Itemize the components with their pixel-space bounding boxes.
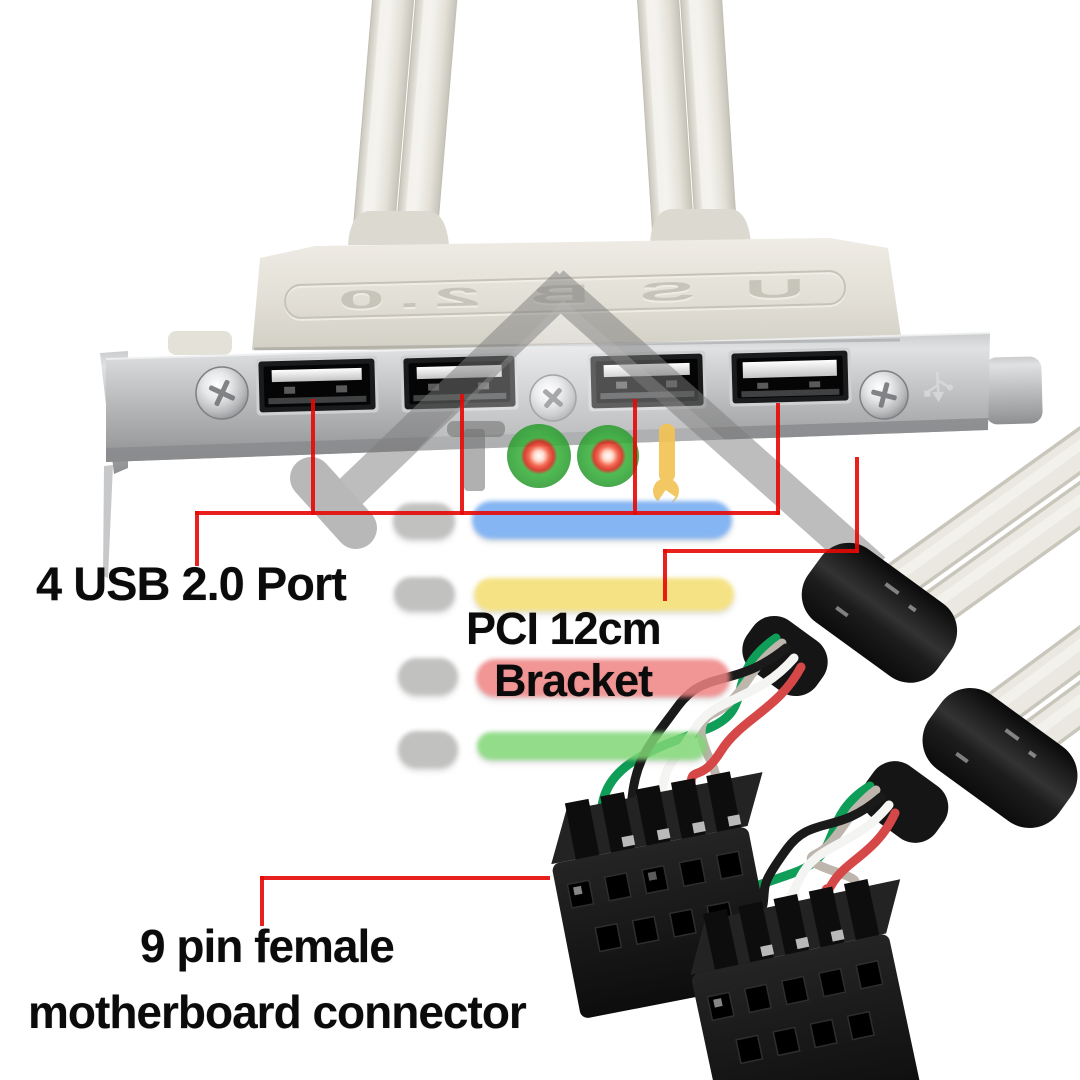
top-cable-pair-left xyxy=(352,0,460,234)
cable-assembly-lower xyxy=(726,624,1080,919)
pci-size-label: PCI 12cm xyxy=(466,603,662,654)
callout-line-bracket-drop xyxy=(663,549,667,601)
green-orb-icon xyxy=(577,425,639,487)
usb-ports-label: 4 USB 2.0 Port xyxy=(36,557,347,610)
usb-trident-icon xyxy=(924,371,953,402)
screw-right xyxy=(859,370,909,420)
callout-line-port4 xyxy=(776,403,780,515)
nine-pin-connector-right xyxy=(690,879,922,1080)
watermark-pill-yellow xyxy=(474,578,734,611)
top-cable-pair-right xyxy=(635,0,737,234)
callout-line-bracket-vertical xyxy=(855,457,859,553)
heatshrink-boot xyxy=(801,542,958,683)
watermark-pill-green xyxy=(477,732,707,760)
screw-center xyxy=(529,374,577,422)
usb-port-4 xyxy=(728,347,852,407)
watermark-pill-red xyxy=(476,659,730,697)
tool-logo-watermark xyxy=(290,270,886,583)
callout-line-9pin-vertical xyxy=(260,876,264,926)
callout-line-9pin-horizontal xyxy=(260,876,550,880)
watermark-pill-gray-4 xyxy=(398,731,458,768)
callout-line-port3 xyxy=(633,399,637,515)
callout-line-port1 xyxy=(311,399,315,515)
screw-left xyxy=(195,366,249,420)
callout-line-ports-drop xyxy=(195,511,199,566)
callout-line-port2 xyxy=(460,394,464,515)
pin-female-label: 9 pin female xyxy=(140,920,395,972)
tool-letters-watermark xyxy=(447,421,679,510)
wrench-icon xyxy=(653,424,679,510)
pci-bracket-label: Bracket xyxy=(494,655,653,706)
connector-wires xyxy=(597,633,806,811)
watermark-pill-blue xyxy=(472,501,732,539)
green-orb-icon xyxy=(507,424,571,488)
callout-line-bracket-horizontal xyxy=(663,549,859,553)
pin-connector-label: motherboard connector xyxy=(28,986,527,1038)
usb-port-1 xyxy=(255,355,379,416)
callout-line-ports-horizontal xyxy=(195,511,780,515)
cable-assembly-upper xyxy=(597,426,1080,811)
watermark-pill-gray-2 xyxy=(394,577,455,611)
watermark-pill-gray-3 xyxy=(398,658,458,695)
watermark-pill-gray-1 xyxy=(393,503,455,539)
heatshrink-boot xyxy=(922,688,1078,828)
